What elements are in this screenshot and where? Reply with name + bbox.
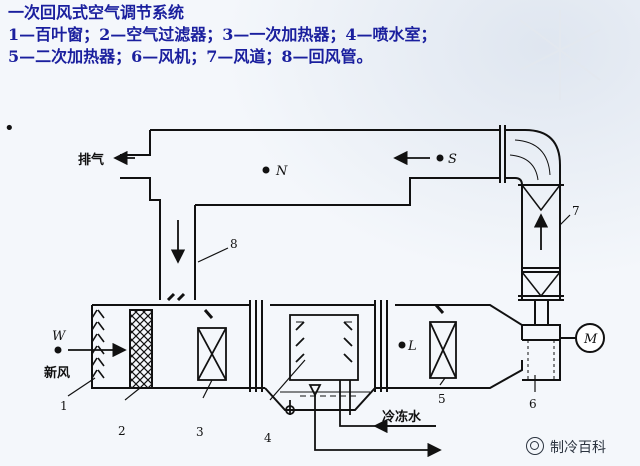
chilled-water-pipes [280, 380, 442, 458]
label-L: L [407, 339, 417, 354]
return-duct-outer [120, 130, 161, 300]
wechat-logo-icon [526, 437, 544, 455]
fan-housing [522, 324, 561, 381]
label-W: W [52, 329, 67, 344]
watermark-text: 制冷百科 [550, 440, 606, 456]
state-point-S [436, 154, 444, 162]
title-line-2: 1—百叶窗；2—空气过滤器；3—一次加热器；4—喷水室； [8, 25, 437, 44]
title-line-1: 一次回风式空气调节系统 [8, 3, 185, 22]
label-fan-M: M [583, 332, 598, 347]
louver [91, 309, 105, 379]
number-2: 2 [118, 424, 126, 438]
state-point-N [262, 166, 270, 174]
return-duct-bottom [195, 177, 500, 206]
duct-elbow [505, 129, 561, 186]
bullet-point: • [4, 118, 15, 139]
primary-heater [197, 309, 227, 381]
title-line-3: 5—二次加热器；6—风机；7—风道；8—回风管。 [8, 47, 373, 66]
number-5: 5 [438, 392, 446, 406]
label-exhaust: 排气 [78, 152, 104, 168]
number-8: 8 [230, 237, 238, 251]
number-4: 4 [264, 431, 272, 445]
slide-title: 一次回风式空气调节系统 1—百叶窗；2—空气过滤器；3—一次加热器；4—喷水室；… [8, 2, 608, 68]
spray-chamber [289, 314, 359, 381]
state-point-W [54, 346, 62, 354]
label-S: S [448, 152, 457, 167]
state-point-L [398, 341, 406, 349]
number-6: 6 [529, 397, 537, 411]
supply-duct [521, 185, 561, 300]
number-1: 1 [60, 399, 68, 413]
label-chilled-water: 冷冻水 [382, 409, 422, 425]
label-N: N [275, 164, 288, 179]
ahu-casing [92, 304, 523, 340]
watermark: 制冷百科 [526, 437, 606, 457]
label-fresh-air: 新风 [44, 365, 70, 381]
return-damper [166, 292, 186, 302]
number-7: 7 [572, 204, 580, 218]
number-3: 3 [196, 425, 204, 439]
secondary-heater [429, 304, 457, 379]
air-filter [129, 309, 153, 389]
